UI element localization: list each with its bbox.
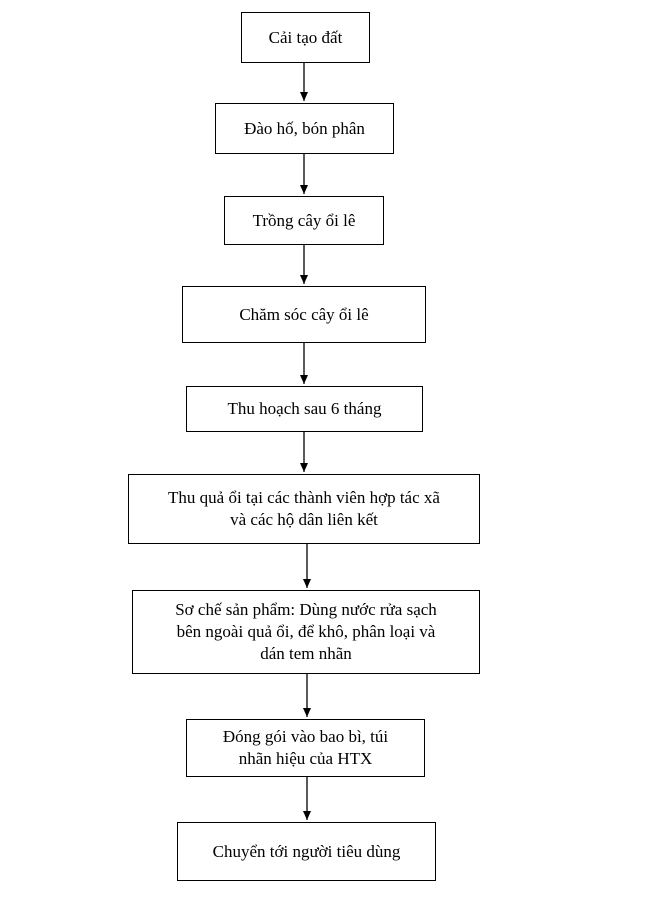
flow-step-7: Sơ chế sản phẩm: Dùng nước rửa sạch bên … [132, 590, 480, 674]
flow-step-4: Chăm sóc cây ổi lê [182, 286, 426, 343]
flow-step-3: Trồng cây ổi lê [224, 196, 384, 245]
flow-step-6-label: Thu quả ổi tại các thành viên hợp tác xã… [168, 488, 440, 529]
flow-step-6: Thu quả ổi tại các thành viên hợp tác xã… [128, 474, 480, 544]
flow-step-2: Đào hố, bón phân [215, 103, 394, 154]
flow-step-1-label: Cải tạo đất [268, 27, 343, 47]
flow-step-4-label: Chăm sóc cây ổi lê [239, 304, 369, 324]
flow-step-8: Đóng gói vào bao bì, túi nhãn hiệu của H… [186, 719, 425, 777]
flow-step-5: Thu hoạch sau 6 tháng [186, 386, 423, 432]
flow-step-3-label: Trồng cây ổi lê [252, 210, 356, 230]
flow-step-7-label: Sơ chế sản phẩm: Dùng nước rửa sạch bên … [175, 600, 437, 663]
flow-step-9: Chuyển tới người tiêu dùng [177, 822, 436, 881]
flow-step-1: Cải tạo đất [241, 12, 370, 63]
flow-step-2-label: Đào hố, bón phân [244, 118, 365, 138]
flow-step-5-label: Thu hoạch sau 6 tháng [227, 399, 382, 418]
flow-step-8-label: Đóng gói vào bao bì, túi nhãn hiệu của H… [222, 727, 389, 768]
flow-step-9-label: Chuyển tới người tiêu dùng [212, 841, 401, 861]
